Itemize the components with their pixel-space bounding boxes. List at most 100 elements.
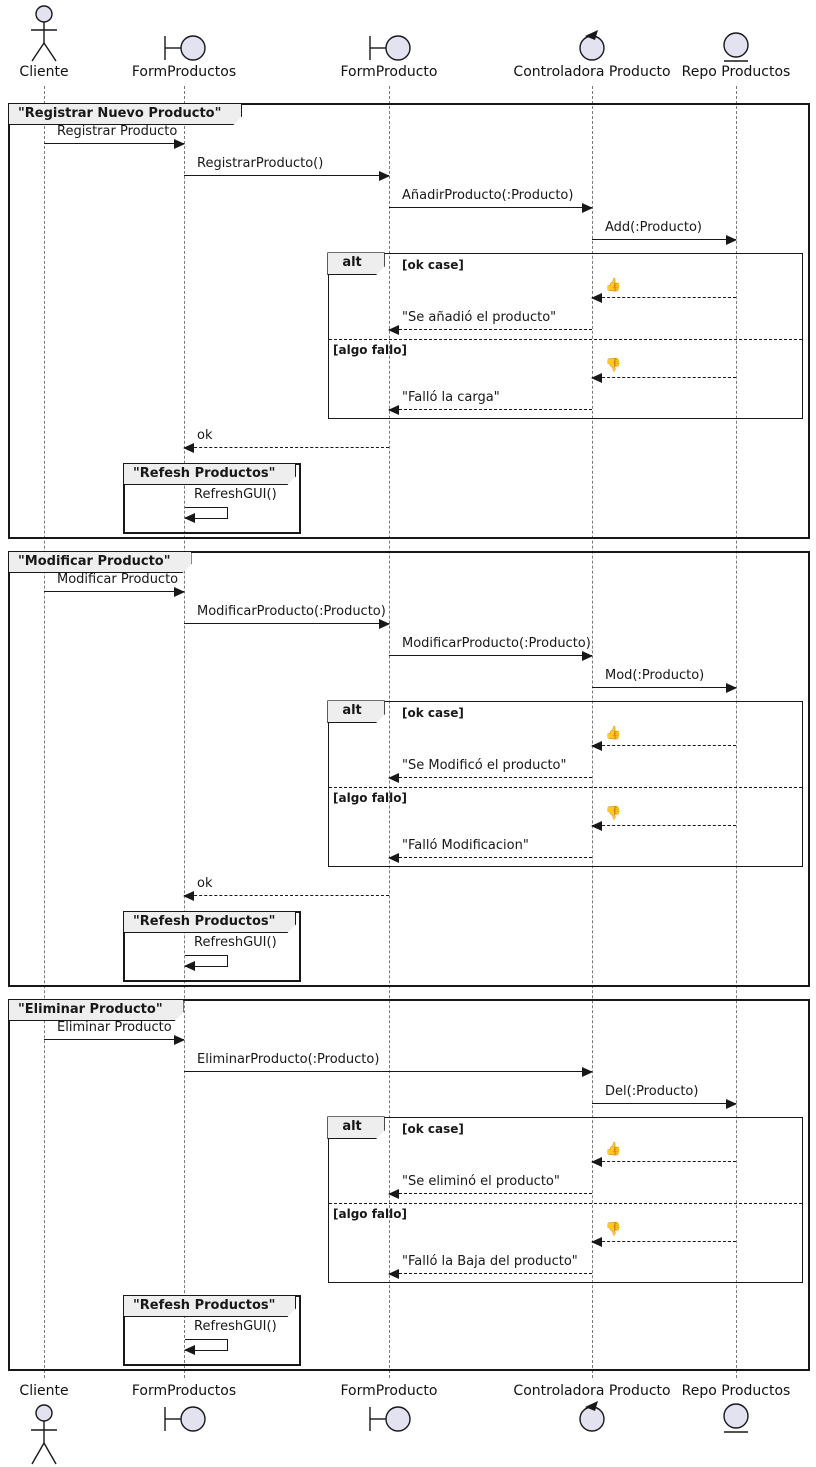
message-arrow: ModificarProducto(:Producto) (184, 602, 390, 629)
guard-ok: [ok case] (402, 1122, 464, 1136)
frame-title: "Refesh Productos" (123, 911, 296, 933)
message-arrow: 👎 (591, 1220, 736, 1247)
arrowhead (388, 773, 399, 783)
arrow-line (389, 409, 592, 410)
arrowhead (591, 1237, 602, 1247)
alt-divider (329, 787, 802, 788)
arrowhead (591, 821, 602, 831)
alt-operator-tab: alt (327, 1116, 384, 1139)
message-label: RefreshGUI() (194, 935, 277, 950)
arrowhead (379, 171, 390, 181)
frame-eliminar-producto: "Eliminar Producto" (8, 999, 810, 1371)
message-arrow: "Se añadió el producto" (388, 308, 592, 335)
message-label: Del(:Producto) (605, 1084, 699, 1099)
participant-label-cliente: Cliente (19, 64, 69, 80)
message-label: Modificar Producto (57, 572, 179, 587)
message-arrow: ok (183, 874, 389, 901)
alt-operator-tab: alt (327, 252, 384, 275)
arrowhead (183, 891, 194, 901)
alt-divider (329, 1203, 802, 1204)
arrowhead (184, 512, 195, 523)
participant-label-cliente: Cliente (19, 1383, 69, 1399)
message-arrow: "Falló la carga" (388, 388, 592, 415)
participant-label-controladora: Controladora Producto (513, 1383, 671, 1399)
message-arrow: AñadirProducto(:Producto) (389, 186, 593, 213)
message-arrow: 👎 (591, 804, 736, 831)
actor-icon (27, 1402, 61, 1467)
message-arrow: "Falló Modificacion" (388, 836, 592, 863)
arrowhead (388, 325, 399, 335)
frame-title: "Refesh Productos" (123, 463, 296, 485)
lifeline-controladora-producto (592, 86, 593, 1378)
arrowhead (726, 1099, 737, 1109)
arrow-line (592, 1241, 736, 1242)
arrowhead (388, 405, 399, 415)
message-label: AñadirProducto(:Producto) (402, 188, 574, 203)
guard-ok: [ok case] (402, 706, 464, 720)
alt-frame: alt [algo fallo] (328, 701, 803, 867)
message-arrow: RegistrarProducto() (184, 154, 390, 181)
message-arrow: 👍 (591, 276, 736, 303)
thumbs-down-icon: 👎 (605, 806, 622, 821)
message-arrow: Registrar Producto (44, 122, 185, 149)
arrow-line (592, 1103, 736, 1104)
frame-refesh-productos: "Refesh Productos" (123, 911, 301, 982)
arrowhead (726, 683, 737, 693)
guard-fail: [algo fallo] (333, 1207, 407, 1221)
message-arrow: "Se eliminó el producto" (388, 1172, 592, 1199)
arrow-line (44, 143, 184, 144)
frame-title: "Registrar Nuevo Producto" (8, 103, 242, 125)
self-loop-line (185, 1339, 228, 1351)
message-label: Eliminar Producto (57, 1020, 172, 1035)
thumbs-down-icon: 👎 (605, 358, 622, 373)
arrowhead (184, 1344, 195, 1355)
participant-label-repo: Repo Productos (681, 64, 791, 80)
message-arrow: ModificarProducto(:Producto) (389, 634, 593, 661)
arrow-line (592, 1161, 736, 1162)
lifeline-cliente (44, 86, 45, 1378)
arrowhead (591, 293, 602, 303)
message-label: RefreshGUI() (194, 487, 277, 502)
thumbs-up-icon: 👍 (605, 1142, 622, 1157)
frame-title: "Refesh Productos" (123, 1295, 296, 1317)
arrowhead (591, 1157, 602, 1167)
frame-title: "Modificar Producto" (8, 551, 192, 573)
participant-label-formproductos: FormProductos (131, 1383, 237, 1399)
arrowhead (388, 853, 399, 863)
message-arrow: 👎 (591, 356, 736, 383)
message-label: EliminarProducto(:Producto) (197, 1052, 380, 1067)
entity-icon (722, 1402, 750, 1440)
thumbs-up-icon: 👍 (605, 278, 622, 293)
guard-fail: [algo fallo] (333, 791, 407, 805)
frame-title: "Eliminar Producto" (8, 999, 184, 1021)
entity-icon (722, 31, 750, 69)
arrowhead (591, 741, 602, 751)
arrow-line (184, 175, 389, 176)
self-loop-line (185, 507, 228, 519)
message-arrow: Eliminar Producto (44, 1018, 185, 1045)
participant-label-repo: Repo Productos (681, 1383, 791, 1399)
message-label: ModificarProducto(:Producto) (402, 636, 591, 651)
arrow-line (389, 1273, 592, 1274)
arrowhead (174, 139, 185, 149)
boundary-icon (162, 33, 208, 67)
participant-label-formproducto: FormProducto (340, 1383, 438, 1399)
arrow-line (389, 207, 592, 208)
arrow-line (389, 1193, 592, 1194)
message-arrow: "Se Modificó el producto" (388, 756, 592, 783)
message-arrow: Add(:Producto) (592, 218, 737, 245)
arrowhead (388, 1269, 399, 1279)
arrowhead (582, 1067, 593, 1077)
message-arrow: 👍 (591, 1140, 736, 1167)
message-label: ok (197, 876, 213, 891)
arrow-line (389, 329, 592, 330)
arrow-line (389, 857, 592, 858)
participant-label-formproducto: FormProducto (340, 64, 438, 80)
arrow-line (184, 1071, 592, 1072)
message-label: "Falló Modificacion" (402, 838, 529, 853)
frame-refesh-productos: "Refesh Productos" (123, 1295, 301, 1366)
arrow-line (184, 447, 389, 448)
arrowhead (184, 960, 195, 971)
self-loop-line (185, 955, 228, 967)
message-label: Add(:Producto) (605, 220, 703, 235)
